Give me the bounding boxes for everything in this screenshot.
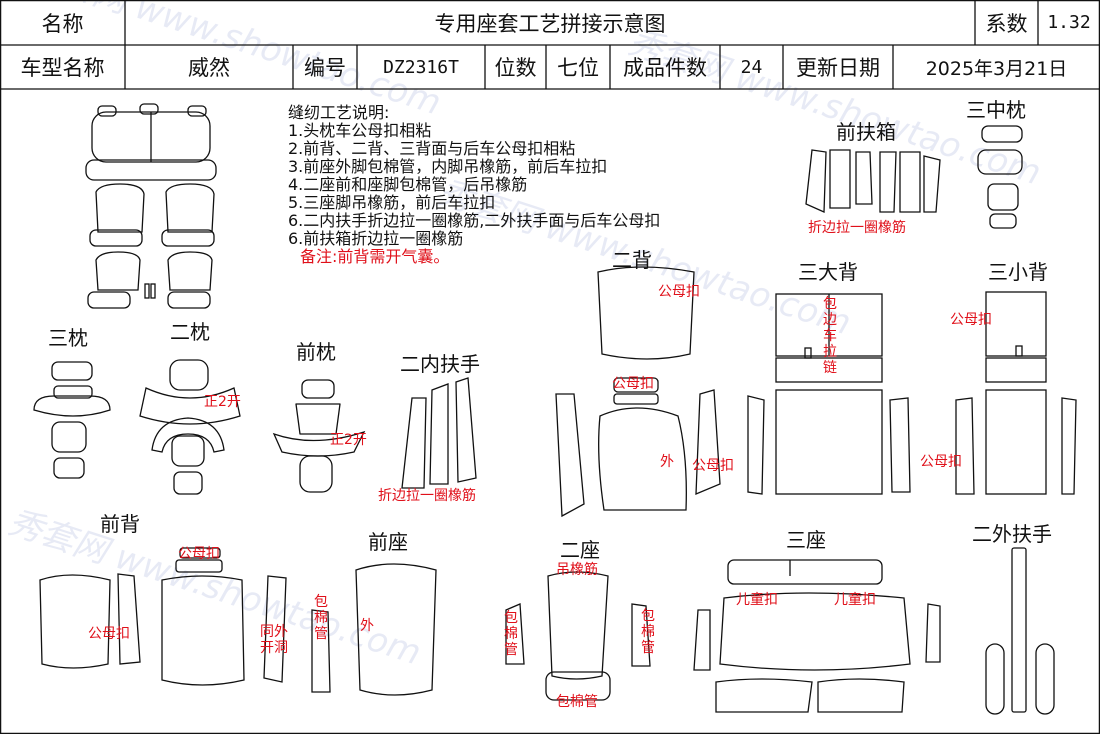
pieces-value: 24 [740, 56, 763, 78]
annotation-snap-button: 公母扣 [920, 454, 962, 470]
coef-label: 系数 [985, 11, 1028, 36]
title-third-headrest: 三枕 [48, 326, 88, 350]
annotation-opening: 正2开 [330, 432, 367, 448]
seats-label: 位数 [494, 56, 537, 80]
annotation-opening: 正2开 [204, 394, 241, 410]
annotation-cotton-tube: 包棉管 [641, 608, 655, 656]
remark-note: 备注:前背需开气囊。 [300, 247, 450, 266]
instructions-heading: 缝纫工艺说明: [288, 103, 390, 122]
annotation-outer: 外 [660, 454, 674, 470]
second-headrest-pieces [139, 359, 241, 495]
instruction-item: 6.前扶箱折边拉一圈橡筋 [288, 229, 464, 248]
annotation-zipper: 包边车拉链 [823, 296, 837, 376]
title-third-middle-headrest: 三中枕 [966, 98, 1026, 122]
annotation-snap-button: 公母扣 [88, 626, 130, 642]
title-second-inner-armrest: 二内扶手 [400, 352, 480, 376]
title-front-seat: 前座 [368, 530, 408, 554]
title-second-back: 二背 [612, 248, 652, 272]
title-second-outer-armrest: 二外扶手 [972, 522, 1052, 546]
title-second-seat: 二座 [560, 538, 600, 562]
annotation-snap-button: 公母扣 [612, 376, 654, 392]
annotation-fold-elastic: 折边拉一圈橡筋 [378, 488, 476, 504]
annotation-cotton-tube: 包棉管 [556, 694, 598, 710]
instruction-item: 3.前座外脚包棉管，内脚吊橡筋，前后车拉扣 [288, 157, 608, 176]
instruction-item: 2.前背、二背、三背面与后车公母扣相粘 [288, 139, 576, 158]
front-back-pieces [39, 547, 287, 686]
annotation-child-snap: 儿童扣 [736, 592, 778, 608]
name-label: 名称 [41, 11, 84, 36]
front-seat-pieces [311, 563, 437, 696]
model-value: 威然 [188, 56, 230, 80]
title-front-headrest: 前枕 [296, 340, 336, 364]
third-seat-pieces [693, 559, 941, 713]
instruction-item: 5.三座脚吊橡筋，前后车拉扣 [288, 193, 496, 212]
model-label: 车型名称 [20, 56, 105, 80]
annotation-snap-button: 公母扣 [178, 546, 220, 562]
second-seat-pieces [505, 571, 651, 701]
annotation-cotton-tube: 包棉管 [314, 594, 328, 642]
annotation-snap-button: 公母扣 [950, 312, 992, 328]
date-label: 更新日期 [796, 56, 880, 80]
third-small-back-pieces [955, 291, 1077, 495]
third-big-back-pieces [747, 293, 911, 495]
annotation-fold-elastic: 折边拉一圈橡筋 [808, 220, 906, 236]
annotation-snap-button: 公母扣 [658, 284, 700, 300]
annotation-same-outer-hole: 同外开洞 [260, 624, 288, 656]
title-third-seat: 三座 [786, 528, 826, 552]
instruction-item: 4.二座前和座脚包棉管，后吊橡筋 [288, 175, 528, 194]
coef-value: 1.32 [1047, 12, 1091, 33]
title-second-headrest: 二枕 [170, 320, 210, 344]
second-back-pieces [555, 266, 721, 518]
third-headrest-pieces [33, 361, 111, 479]
code-value: DZ2316T [383, 56, 459, 78]
annotation-snap-button: 公母扣 [692, 458, 734, 474]
seat-overview [85, 103, 217, 309]
annotation-cotton-tube: 包棉管 [504, 610, 518, 658]
third-middle-headrest-pieces [977, 125, 1023, 229]
annotation-elastic: 吊橡筋 [556, 562, 598, 578]
title-third-big-back: 三大背 [798, 260, 858, 284]
second-inner-armrest-pieces [401, 377, 477, 489]
front-armrest-box-pieces [805, 149, 941, 213]
doc-title: 专用座套工艺拼接示意图 [434, 11, 666, 36]
annotation-outer: 外 [360, 618, 374, 634]
front-headrest-pieces [272, 379, 366, 493]
instruction-item: 6.二内扶手折边拉一圈橡筋,二外扶手面与后车公母扣 [288, 211, 661, 230]
pieces-label: 成品件数 [623, 56, 707, 80]
code-label: 编号 [304, 56, 346, 80]
annotation-child-snap: 儿童扣 [834, 592, 876, 608]
seats-value: 七位 [557, 56, 599, 80]
date-value: 2025年3月21日 [925, 57, 1068, 80]
second-outer-armrest-pieces [985, 547, 1055, 715]
title-third-small-back: 三小背 [988, 260, 1048, 284]
title-front-armrest-box: 前扶箱 [836, 120, 896, 144]
instruction-item: 1.头枕车公母扣相粘 [288, 121, 432, 140]
title-front-back: 前背 [100, 512, 140, 536]
